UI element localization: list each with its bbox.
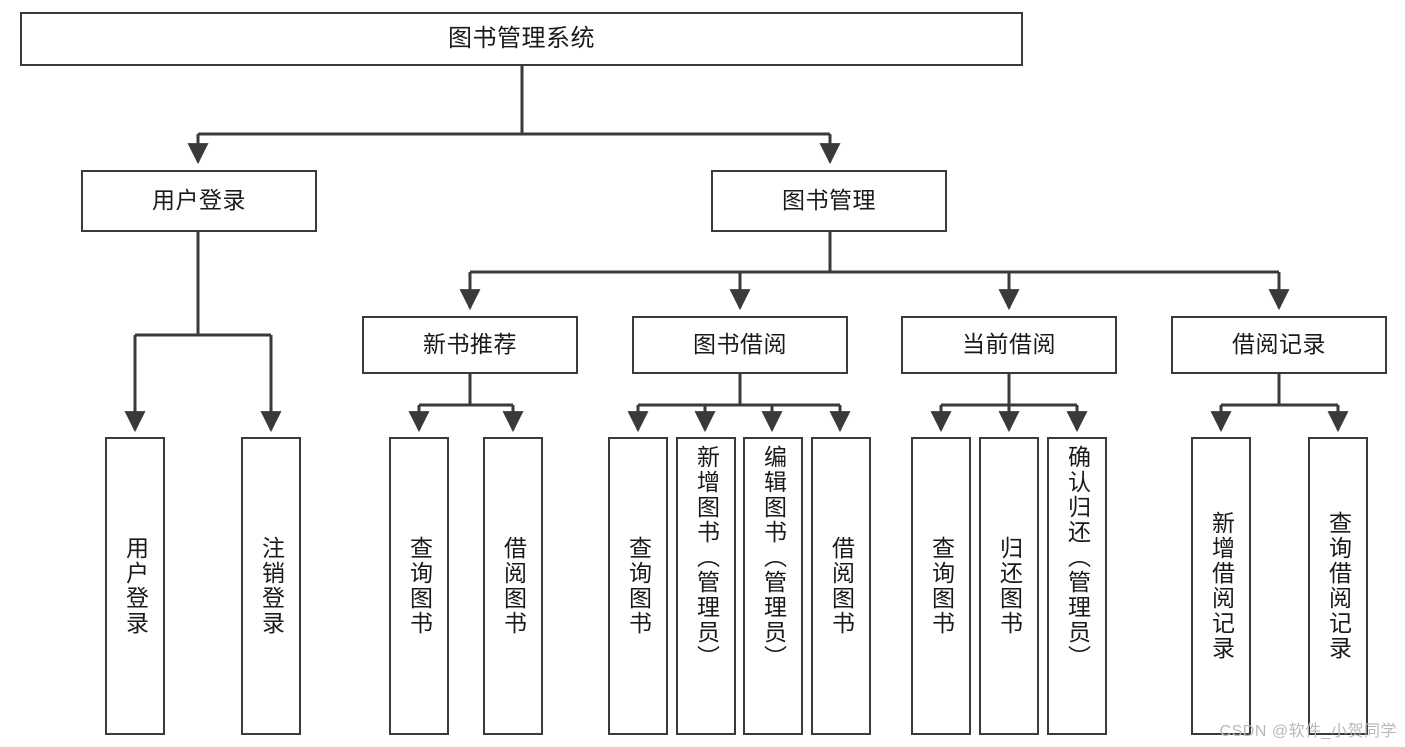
node-root-label: 图书管理系统 xyxy=(448,24,595,52)
node-book-borrow-label: 图书借阅 xyxy=(693,331,787,358)
node-leaf-user-login[interactable]: 用户登录 xyxy=(105,437,165,735)
node-leaf-add-record-label: 新增借阅记录 xyxy=(1208,511,1235,661)
node-leaf-query-book-1-label: 查询图书 xyxy=(406,536,433,636)
node-leaf-query-book-2[interactable]: 查询图书 xyxy=(608,437,668,735)
node-leaf-query-record-label: 查询借阅记录 xyxy=(1325,511,1352,661)
node-leaf-user-login-label: 用户登录 xyxy=(122,536,149,636)
node-current-borrow-label: 当前借阅 xyxy=(962,331,1056,358)
node-book-borrow[interactable]: 图书借阅 xyxy=(632,316,848,374)
node-new-book-recommend[interactable]: 新书推荐 xyxy=(362,316,578,374)
node-leaf-borrow-book-1-label: 借阅图书 xyxy=(500,536,527,636)
node-leaf-query-book-1[interactable]: 查询图书 xyxy=(389,437,449,735)
node-user-login-label: 用户登录 xyxy=(152,187,246,214)
node-leaf-add-book-label: 新增图书（管理员） xyxy=(693,445,720,670)
node-new-book-recommend-label: 新书推荐 xyxy=(423,331,517,358)
watermark-text: CSDN @软件_小贺同学 xyxy=(1219,723,1397,740)
node-leaf-query-book-3-label: 查询图书 xyxy=(928,536,955,636)
node-leaf-add-record[interactable]: 新增借阅记录 xyxy=(1191,437,1251,735)
node-user-login[interactable]: 用户登录 xyxy=(81,170,317,232)
node-leaf-add-book[interactable]: 新增图书（管理员） xyxy=(676,437,736,735)
node-leaf-logout-login-label: 注销登录 xyxy=(258,536,285,636)
node-current-borrow[interactable]: 当前借阅 xyxy=(901,316,1117,374)
node-leaf-logout-login[interactable]: 注销登录 xyxy=(241,437,301,735)
node-leaf-confirm-return[interactable]: 确认归还（管理员） xyxy=(1047,437,1107,735)
node-leaf-return-book-label: 归还图书 xyxy=(996,536,1023,636)
node-leaf-borrow-book-1[interactable]: 借阅图书 xyxy=(483,437,543,735)
node-borrow-record-label: 借阅记录 xyxy=(1232,331,1326,358)
node-leaf-edit-book-label: 编辑图书（管理员） xyxy=(760,445,787,670)
node-leaf-confirm-return-label: 确认归还（管理员） xyxy=(1064,445,1091,670)
node-book-management-label: 图书管理 xyxy=(782,187,876,214)
node-leaf-borrow-book-2-label: 借阅图书 xyxy=(828,536,855,636)
node-root[interactable]: 图书管理系统 xyxy=(20,12,1023,66)
node-leaf-edit-book[interactable]: 编辑图书（管理员） xyxy=(743,437,803,735)
node-book-management[interactable]: 图书管理 xyxy=(711,170,947,232)
node-leaf-query-book-3[interactable]: 查询图书 xyxy=(911,437,971,735)
node-leaf-query-record[interactable]: 查询借阅记录 xyxy=(1308,437,1368,735)
node-leaf-borrow-book-2[interactable]: 借阅图书 xyxy=(811,437,871,735)
node-leaf-return-book[interactable]: 归还图书 xyxy=(979,437,1039,735)
node-borrow-record[interactable]: 借阅记录 xyxy=(1171,316,1387,374)
node-leaf-query-book-2-label: 查询图书 xyxy=(625,536,652,636)
